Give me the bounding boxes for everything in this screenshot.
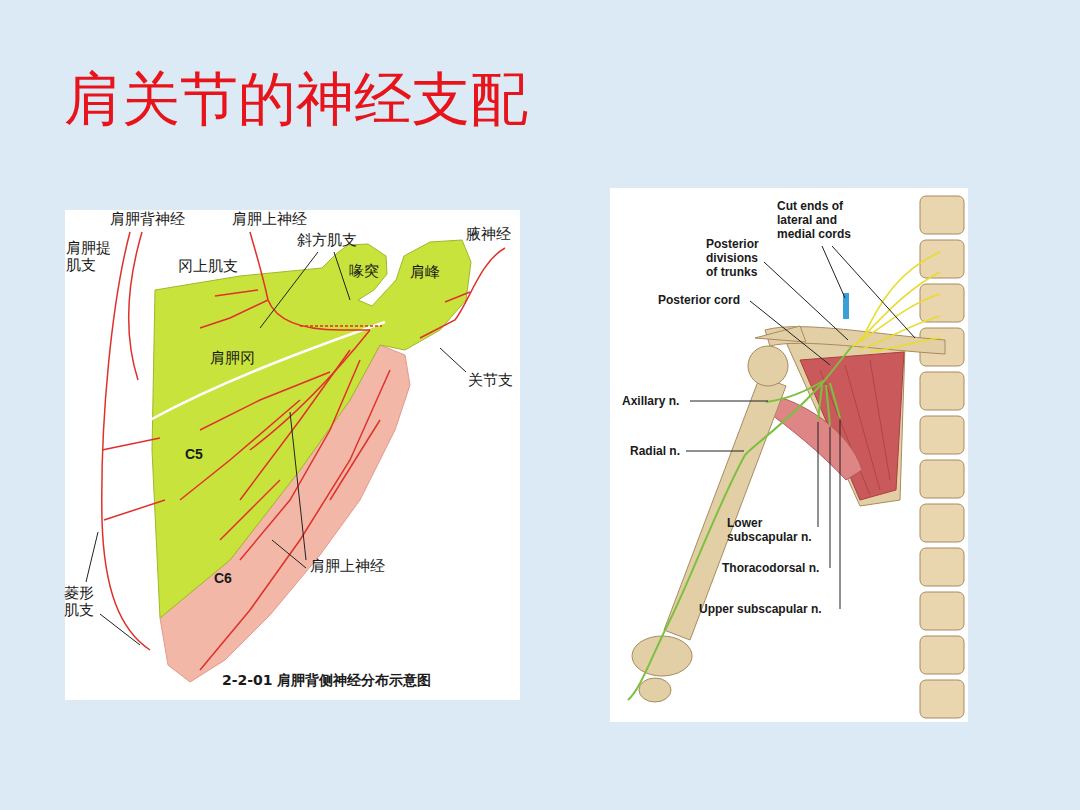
nerve-label: Posterior cord (658, 294, 740, 308)
nerve-line (200, 370, 390, 670)
nerve-line (420, 248, 505, 338)
elbow-condyles (639, 678, 671, 702)
leader-line (822, 246, 845, 298)
nerve-line (250, 232, 370, 330)
nerve-label: Cut ends of lateral and medial cords (777, 200, 865, 241)
nerve-label: Upper subscapular n. (699, 603, 822, 617)
nerve-line (200, 300, 268, 328)
nerve-line (180, 400, 300, 500)
vertebra (920, 636, 964, 674)
leader-line (840, 420, 841, 609)
anatomy-label: C6 (214, 570, 232, 586)
anatomy-label: 肩胛背神经 (110, 211, 185, 228)
nerve-line (830, 383, 840, 418)
vertebra (920, 416, 964, 454)
nerve-line (220, 480, 280, 540)
nerve-line (445, 292, 470, 302)
anatomy-label: C5 (185, 446, 203, 462)
nerve-line (818, 385, 822, 420)
leader-line (440, 348, 466, 372)
nerve-line (128, 232, 142, 380)
leader-line (290, 412, 306, 560)
vertebra (920, 460, 964, 498)
leader-line (100, 614, 140, 645)
anatomy-label: 肩胛上神经 (310, 558, 385, 575)
slide-title: 肩关节的神经支配 (64, 68, 528, 132)
nerve-line (825, 346, 852, 380)
anatomy-label: 肩峰 (410, 264, 440, 281)
vertebra (920, 504, 964, 542)
anatomy-label: 菱形 肌支 (64, 585, 99, 620)
vertebral-column (920, 196, 964, 718)
nerve-line (826, 385, 830, 425)
vertebra (920, 284, 964, 322)
leader-line (832, 246, 915, 338)
nerve-label: Lower subscapular n. (727, 517, 827, 545)
nerve-label: Radial n. (630, 445, 680, 459)
leader-line (750, 301, 830, 365)
anatomy-label: 冈上肌支 (178, 258, 238, 275)
anatomy-label: 喙突 (349, 263, 379, 280)
anatomy-label: 肩胛上神经 (232, 211, 307, 228)
nerve-line (200, 372, 330, 430)
leader-line (272, 540, 306, 568)
leader-lines (86, 252, 466, 645)
nerve-label: Thoracodorsal n. (722, 562, 819, 576)
nerve-line (240, 360, 360, 560)
nerve-label: Posterior divisions of trunks (706, 238, 772, 279)
nerve-lines (102, 232, 505, 670)
vertebra (920, 548, 964, 586)
scapular-spine (150, 322, 385, 420)
vertebra (920, 196, 964, 234)
anatomy-label: 肩胛冈 (210, 350, 255, 367)
humeral-head (748, 346, 788, 386)
cut-cord-end (843, 293, 849, 319)
leader-line (260, 252, 318, 328)
vertebra (920, 680, 964, 718)
nerve-line (240, 350, 350, 500)
leader-line (690, 401, 768, 402)
anatomy-label: 关节支 (468, 372, 513, 389)
leader-line (830, 427, 831, 568)
muscle-fibre (870, 360, 890, 480)
nerve-line (855, 272, 940, 345)
leader-line (818, 422, 819, 527)
leader-line (764, 262, 848, 340)
figure-panel (65, 210, 520, 700)
humerus-shaft (664, 376, 786, 640)
nerve-line (330, 420, 380, 500)
elbow-condyles (632, 636, 692, 676)
anatomy-label: 腋神经 (466, 226, 511, 243)
nerve-line (104, 500, 165, 520)
leader-line (334, 252, 350, 300)
nerve-line (250, 330, 370, 450)
vertebra (920, 592, 964, 630)
scapula-region (152, 240, 471, 618)
nerve-dashed (300, 325, 382, 327)
nerve-line (102, 438, 160, 450)
nerve-label: Axillary n. (622, 395, 679, 409)
anatomy-label: 肩胛提 肌支 (66, 240, 114, 275)
figure-caption: 2-2-01 肩胛背侧神经分布示意图 (222, 672, 431, 688)
leader-line (86, 532, 98, 582)
anatomy-label: 斜方肌支 (297, 232, 357, 249)
nerve-line (215, 290, 258, 296)
vertebra (920, 372, 964, 410)
figure-panel (610, 188, 968, 722)
plexus-nerves (850, 252, 940, 352)
teres-major-muscle (765, 395, 862, 480)
leader-line (686, 451, 744, 452)
nerve-line (870, 338, 940, 352)
